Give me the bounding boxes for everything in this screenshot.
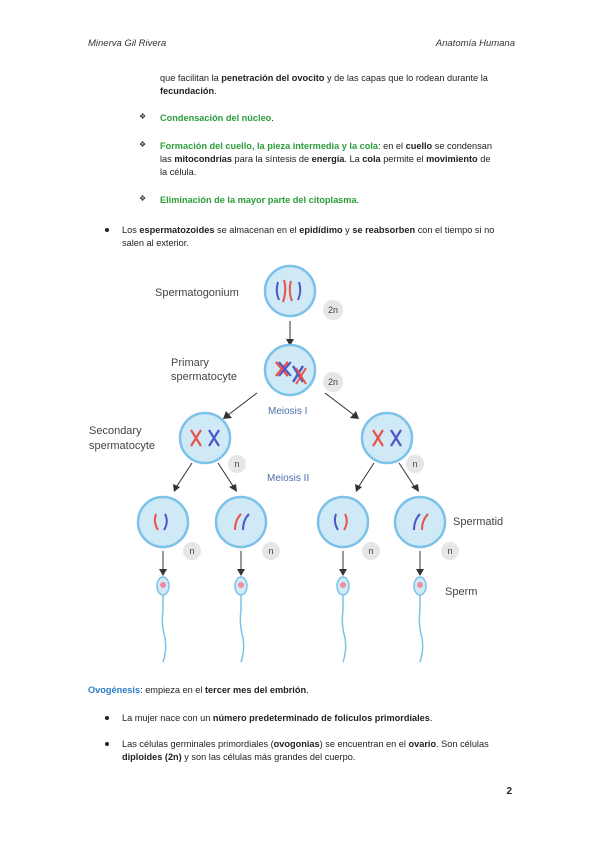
- svg-text:2n: 2n: [328, 305, 338, 315]
- label-meiosis-2: Meiosis II: [267, 473, 309, 484]
- cell-spermatid-2: [214, 495, 268, 549]
- label-spermatogonium: Spermatogonium: [155, 287, 239, 299]
- badge-2n-spermatogonium: 2n: [323, 300, 343, 320]
- diamond-bullet-icon: ❖: [139, 112, 147, 121]
- page-number: 2: [506, 786, 512, 797]
- cell-spermatid-3: [316, 495, 370, 549]
- label-sperm: Sperm: [445, 586, 477, 598]
- badge-n-spermatid-1: n: [183, 542, 201, 560]
- label-secondary-2: spermatocyte: [89, 440, 155, 452]
- badge-n-secondary-right: n: [406, 455, 424, 473]
- bullet-dot-icon: [105, 228, 109, 232]
- svg-text:2n: 2n: [328, 377, 338, 387]
- badge-n-spermatid-4: n: [441, 542, 459, 560]
- label-meiosis-1: Meiosis I: [268, 406, 307, 417]
- svg-text:n: n: [368, 546, 373, 556]
- sperm-4: [413, 576, 427, 663]
- arrows: [162, 321, 421, 570]
- cell-secondary-left: [178, 411, 232, 465]
- svg-text:n: n: [268, 546, 273, 556]
- sperm-3: [336, 576, 350, 663]
- page-header: Minerva Gil Rivera Anatomía Humana: [88, 38, 515, 52]
- sperm-1: [156, 576, 170, 663]
- arrow-heads: [159, 339, 424, 576]
- intro-paragraph: que facilitan la penetración del ovocito…: [160, 73, 488, 96]
- bullet-espermatozoides: Los espermatozoides se almacenan en el e…: [122, 225, 495, 248]
- cell-primary-spermatocyte: [263, 343, 317, 397]
- bullet-eliminacion: Eliminación de la mayor parte del citopl…: [160, 195, 360, 205]
- svg-text:n: n: [234, 459, 239, 469]
- label-primary-1: Primary: [171, 357, 209, 369]
- svg-text:n: n: [447, 546, 452, 556]
- ovogenesis-paragraph: Ovogénesis: empieza en el tercer mes del…: [88, 685, 309, 695]
- label-spermatid: Spermatid: [453, 516, 503, 528]
- bullet-dot-icon: [105, 716, 109, 720]
- diamond-bullet-icon: ❖: [139, 194, 147, 203]
- bullet-ovogonias: Las células germinales primordiales (ovo…: [122, 739, 489, 762]
- badge-n-spermatid-2: n: [262, 542, 280, 560]
- bullet-formacion: Formación del cuello, la pieza intermedi…: [160, 141, 492, 177]
- header-subject: Anatomía Humana: [435, 38, 515, 49]
- cell-spermatid-4: [393, 495, 447, 549]
- bullet-foliculos: La mujer nace con un número predetermina…: [122, 713, 433, 723]
- diamond-bullet-icon: ❖: [139, 140, 147, 149]
- bullet-condensacion: Condensación del núcleo.: [160, 113, 274, 123]
- spermatogenesis-diagram: Spermatogonium Primary spermatocyte Seco…: [89, 264, 503, 663]
- sperm-2: [234, 576, 248, 663]
- svg-text:n: n: [412, 459, 417, 469]
- cell-secondary-right: [360, 411, 414, 465]
- badge-2n-primary: 2n: [323, 372, 343, 392]
- svg-text:n: n: [189, 546, 194, 556]
- cell-spermatid-1: [136, 495, 190, 549]
- label-primary-2: spermatocyte: [171, 371, 237, 383]
- bullet-dot-icon: [105, 742, 109, 746]
- label-secondary-1: Secondary: [89, 425, 142, 437]
- cell-spermatogonium: [263, 264, 317, 318]
- badge-n-secondary-left: n: [228, 455, 246, 473]
- badge-n-spermatid-3: n: [362, 542, 380, 560]
- header-author: Minerva Gil Rivera: [88, 38, 167, 49]
